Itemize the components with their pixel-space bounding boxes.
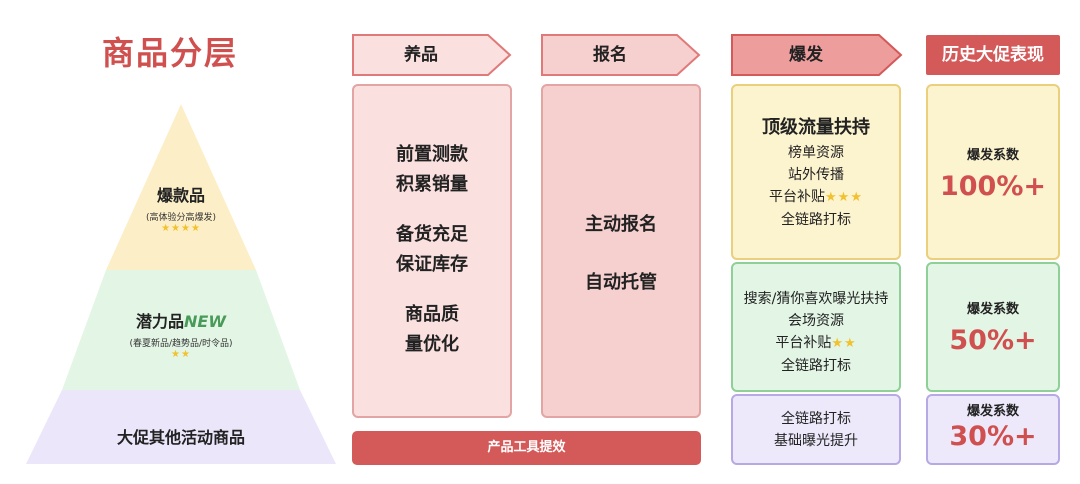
spacer (354, 200, 510, 220)
history-label: 爆发系数 (966, 148, 1019, 163)
arrow-header-baofa: 爆发 (731, 34, 903, 76)
yang-line: 积累销量 (396, 174, 468, 195)
new-badge: NEW (184, 312, 226, 331)
baofa-line: 平台补贴 (775, 335, 832, 351)
yang-line: 保证库存 (396, 254, 468, 275)
history-label: 爆发系数 (966, 302, 1019, 317)
yang-line: 商品质 (405, 304, 459, 325)
history-card-top: 爆发系数 100%+ (926, 84, 1060, 260)
star-icon: ★★ (171, 349, 191, 360)
baofa-line: 站外传播 (788, 167, 844, 183)
product-tools-bar: 产品工具提效 (352, 431, 701, 465)
baofa-line: 全链路打标 (781, 358, 851, 374)
yang-column-box: 前置测款 积累销量 备货充足 保证库存 商品质 量优化 (352, 84, 512, 418)
column-label-yang: 养品 (404, 45, 438, 65)
baofa-line: 全链路打标 (781, 411, 851, 427)
baofa-line: 会场资源 (788, 313, 844, 329)
history-card-bottom: 爆发系数 30%+ (926, 394, 1060, 465)
arrow-shape (731, 34, 903, 76)
yang-line: 量优化 (405, 334, 459, 355)
top-tier-name: 爆款品 (156, 186, 205, 205)
history-value: 100%+ (939, 171, 1047, 202)
baofa-card-heading: 顶级流量扶持 (762, 117, 870, 138)
arrow-header-yang: 养品 (352, 34, 512, 76)
history-header: 历史大促表现 (926, 35, 1060, 75)
column-label-baofa: 爆发 (789, 45, 823, 65)
baofa-card-top: 顶级流量扶持 榜单资源 站外传播 平台补贴★★★ 全链路打标 (731, 84, 901, 260)
pyramid-top-tier: 爆款品 (高体验分高爆发) ★★★★ (18, 182, 344, 234)
yang-column-text: 前置测款 积累销量 备货充足 保证库存 商品质 量优化 (354, 140, 510, 360)
middle-tier-sub: (春夏新品/趋势品/时令品) (129, 339, 233, 349)
page-title: 商品分层 (102, 34, 239, 72)
baofa-card-middle: 搜索/猜你喜欢曝光扶持 会场资源 平台补贴★★ 全链路打标 (731, 262, 901, 392)
baofa-line: 榜单资源 (788, 145, 844, 161)
star-icon: ★★★ (825, 190, 863, 205)
yang-line: 备货充足 (396, 224, 468, 245)
baoming-line: 自动托管 (585, 272, 657, 293)
history-card-middle: 爆发系数 50%+ (926, 262, 1060, 392)
middle-tier-name: 潜力品 (136, 312, 185, 331)
spacer (543, 240, 699, 268)
baoming-line: 主动报名 (585, 214, 657, 235)
pyramid-bottom-tier: 大促其他活动商品 (18, 424, 344, 448)
arrow-header-baoming: 报名 (541, 34, 701, 76)
yang-line: 前置测款 (396, 144, 468, 165)
baofa-card-bottom: 全链路打标 基础曝光提升 (731, 394, 901, 465)
baofa-line: 平台补贴 (769, 189, 826, 205)
baoming-column-text: 主动报名 自动托管 (543, 210, 699, 298)
baofa-line: 搜索/猜你喜欢曝光扶持 (743, 291, 889, 307)
history-value: 30%+ (949, 421, 1037, 452)
star-icon: ★★★★ (161, 223, 201, 234)
arrow-shape (352, 34, 512, 76)
star-icon: ★★ (831, 336, 857, 351)
product-pyramid: 爆款品 (高体验分高爆发) ★★★★ 潜力品NEW (春夏新品/趋势品/时令品)… (18, 104, 344, 466)
bottom-tier-name: 大促其他活动商品 (116, 428, 245, 447)
column-label-baoming: 报名 (593, 45, 627, 65)
pyramid-middle-tier: 潜力品NEW (春夏新品/趋势品/时令品) ★★ (18, 308, 344, 360)
top-tier-sub: (高体验分高爆发) (145, 213, 217, 223)
history-value: 50%+ (949, 325, 1037, 356)
baoming-column-box: 主动报名 自动托管 (541, 84, 701, 418)
pyramid-shape (26, 104, 336, 464)
baofa-line: 基础曝光提升 (774, 433, 858, 449)
history-label: 爆发系数 (966, 404, 1019, 419)
spacer (354, 280, 510, 300)
arrow-shape (541, 34, 701, 76)
baofa-line: 全链路打标 (781, 212, 851, 228)
